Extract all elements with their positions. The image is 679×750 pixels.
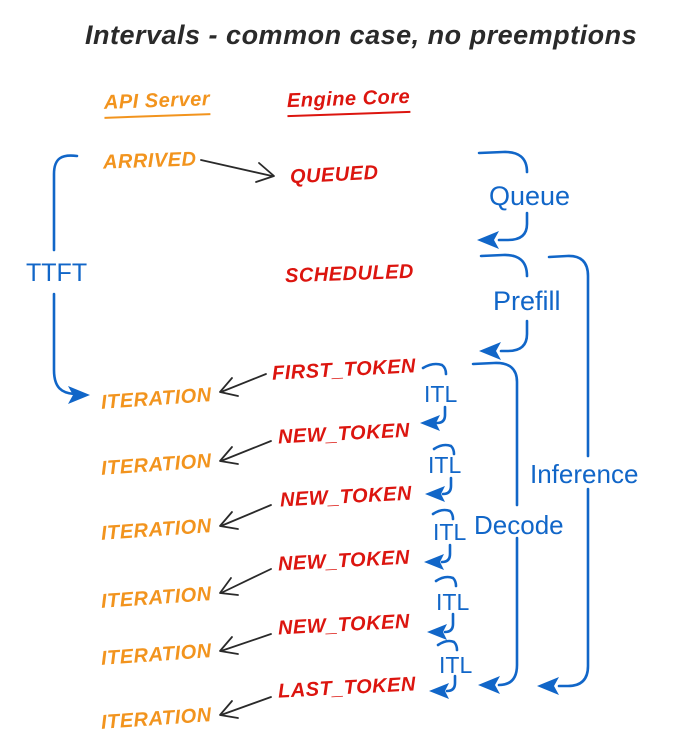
- queue-bracket: [477, 150, 529, 249]
- interval-decode: Decode: [474, 510, 564, 540]
- interval-itl-1: ITL: [424, 381, 458, 407]
- interval-itl-3: ITL: [433, 519, 467, 545]
- interval-itl-2: ITL: [428, 452, 462, 478]
- arrowhead-icon: [219, 636, 239, 655]
- queue-arrowhead-left-icon: [477, 231, 499, 249]
- arrowhead-icon: [219, 446, 239, 465]
- itl-arrowhead-left-icon: [425, 486, 445, 502]
- event-scheduled: SCHEDULED: [284, 260, 415, 288]
- itl-bracket-5: [429, 639, 459, 699]
- arrow-arrived-to-queued: [200, 159, 275, 183]
- prefill-arrowhead-left-icon: [479, 342, 501, 360]
- ttft-bracket: [52, 154, 90, 404]
- interval-ttft: TTFT: [26, 259, 88, 287]
- itl-arrowhead-left-icon: [427, 624, 447, 640]
- interval-itl-4: ITL: [436, 589, 470, 615]
- decode-bracket: [471, 361, 519, 694]
- event-arrived: ARRIVED: [102, 148, 197, 174]
- itl-arrowhead-left-icon: [429, 683, 449, 699]
- arrowhead-icon: [219, 577, 239, 596]
- itl-bracket-4: [427, 575, 458, 640]
- column-header-engine-core: Engine Core: [286, 85, 411, 118]
- arrowhead-icon: [219, 377, 239, 397]
- interval-queue: Queue: [489, 181, 571, 211]
- decode-arrowhead-left-icon: [478, 676, 500, 694]
- column-header-api-server: API Server: [103, 88, 211, 119]
- arrow-new-token-4-to-iteration: [219, 633, 272, 655]
- arrow-new-token-1-to-iteration: [219, 440, 272, 465]
- itl-bracket-2: [425, 443, 456, 502]
- arrow-new-token-2-to-iteration: [219, 504, 272, 530]
- itl-arrowhead-left-icon: [424, 554, 444, 570]
- arrow-last-token-to-iteration: [219, 696, 272, 719]
- event-queued: QUEUED: [289, 161, 380, 189]
- prefill-bracket: [479, 253, 529, 360]
- inference-arrowhead-left-icon: [537, 677, 559, 695]
- diagram-title: Intervals - common case, no preemptions: [85, 20, 638, 50]
- interval-itl-5: ITL: [439, 652, 473, 678]
- arrowhead-icon: [255, 162, 275, 183]
- arrow-first-token-to-iteration: [219, 373, 267, 397]
- arrow-new-token-3-to-iteration: [219, 568, 272, 596]
- arrowhead-icon: [219, 511, 239, 530]
- inference-bracket: [537, 254, 590, 695]
- itl-bracket-3: [424, 508, 455, 570]
- ttft-arrowhead-right-icon: [68, 386, 90, 404]
- itl-arrowhead-left-icon: [420, 415, 440, 431]
- itl-bracket-1: [420, 362, 448, 431]
- interval-inference: Inference: [530, 459, 639, 489]
- arrowhead-icon: [219, 700, 239, 719]
- interval-prefill: Prefill: [493, 286, 561, 316]
